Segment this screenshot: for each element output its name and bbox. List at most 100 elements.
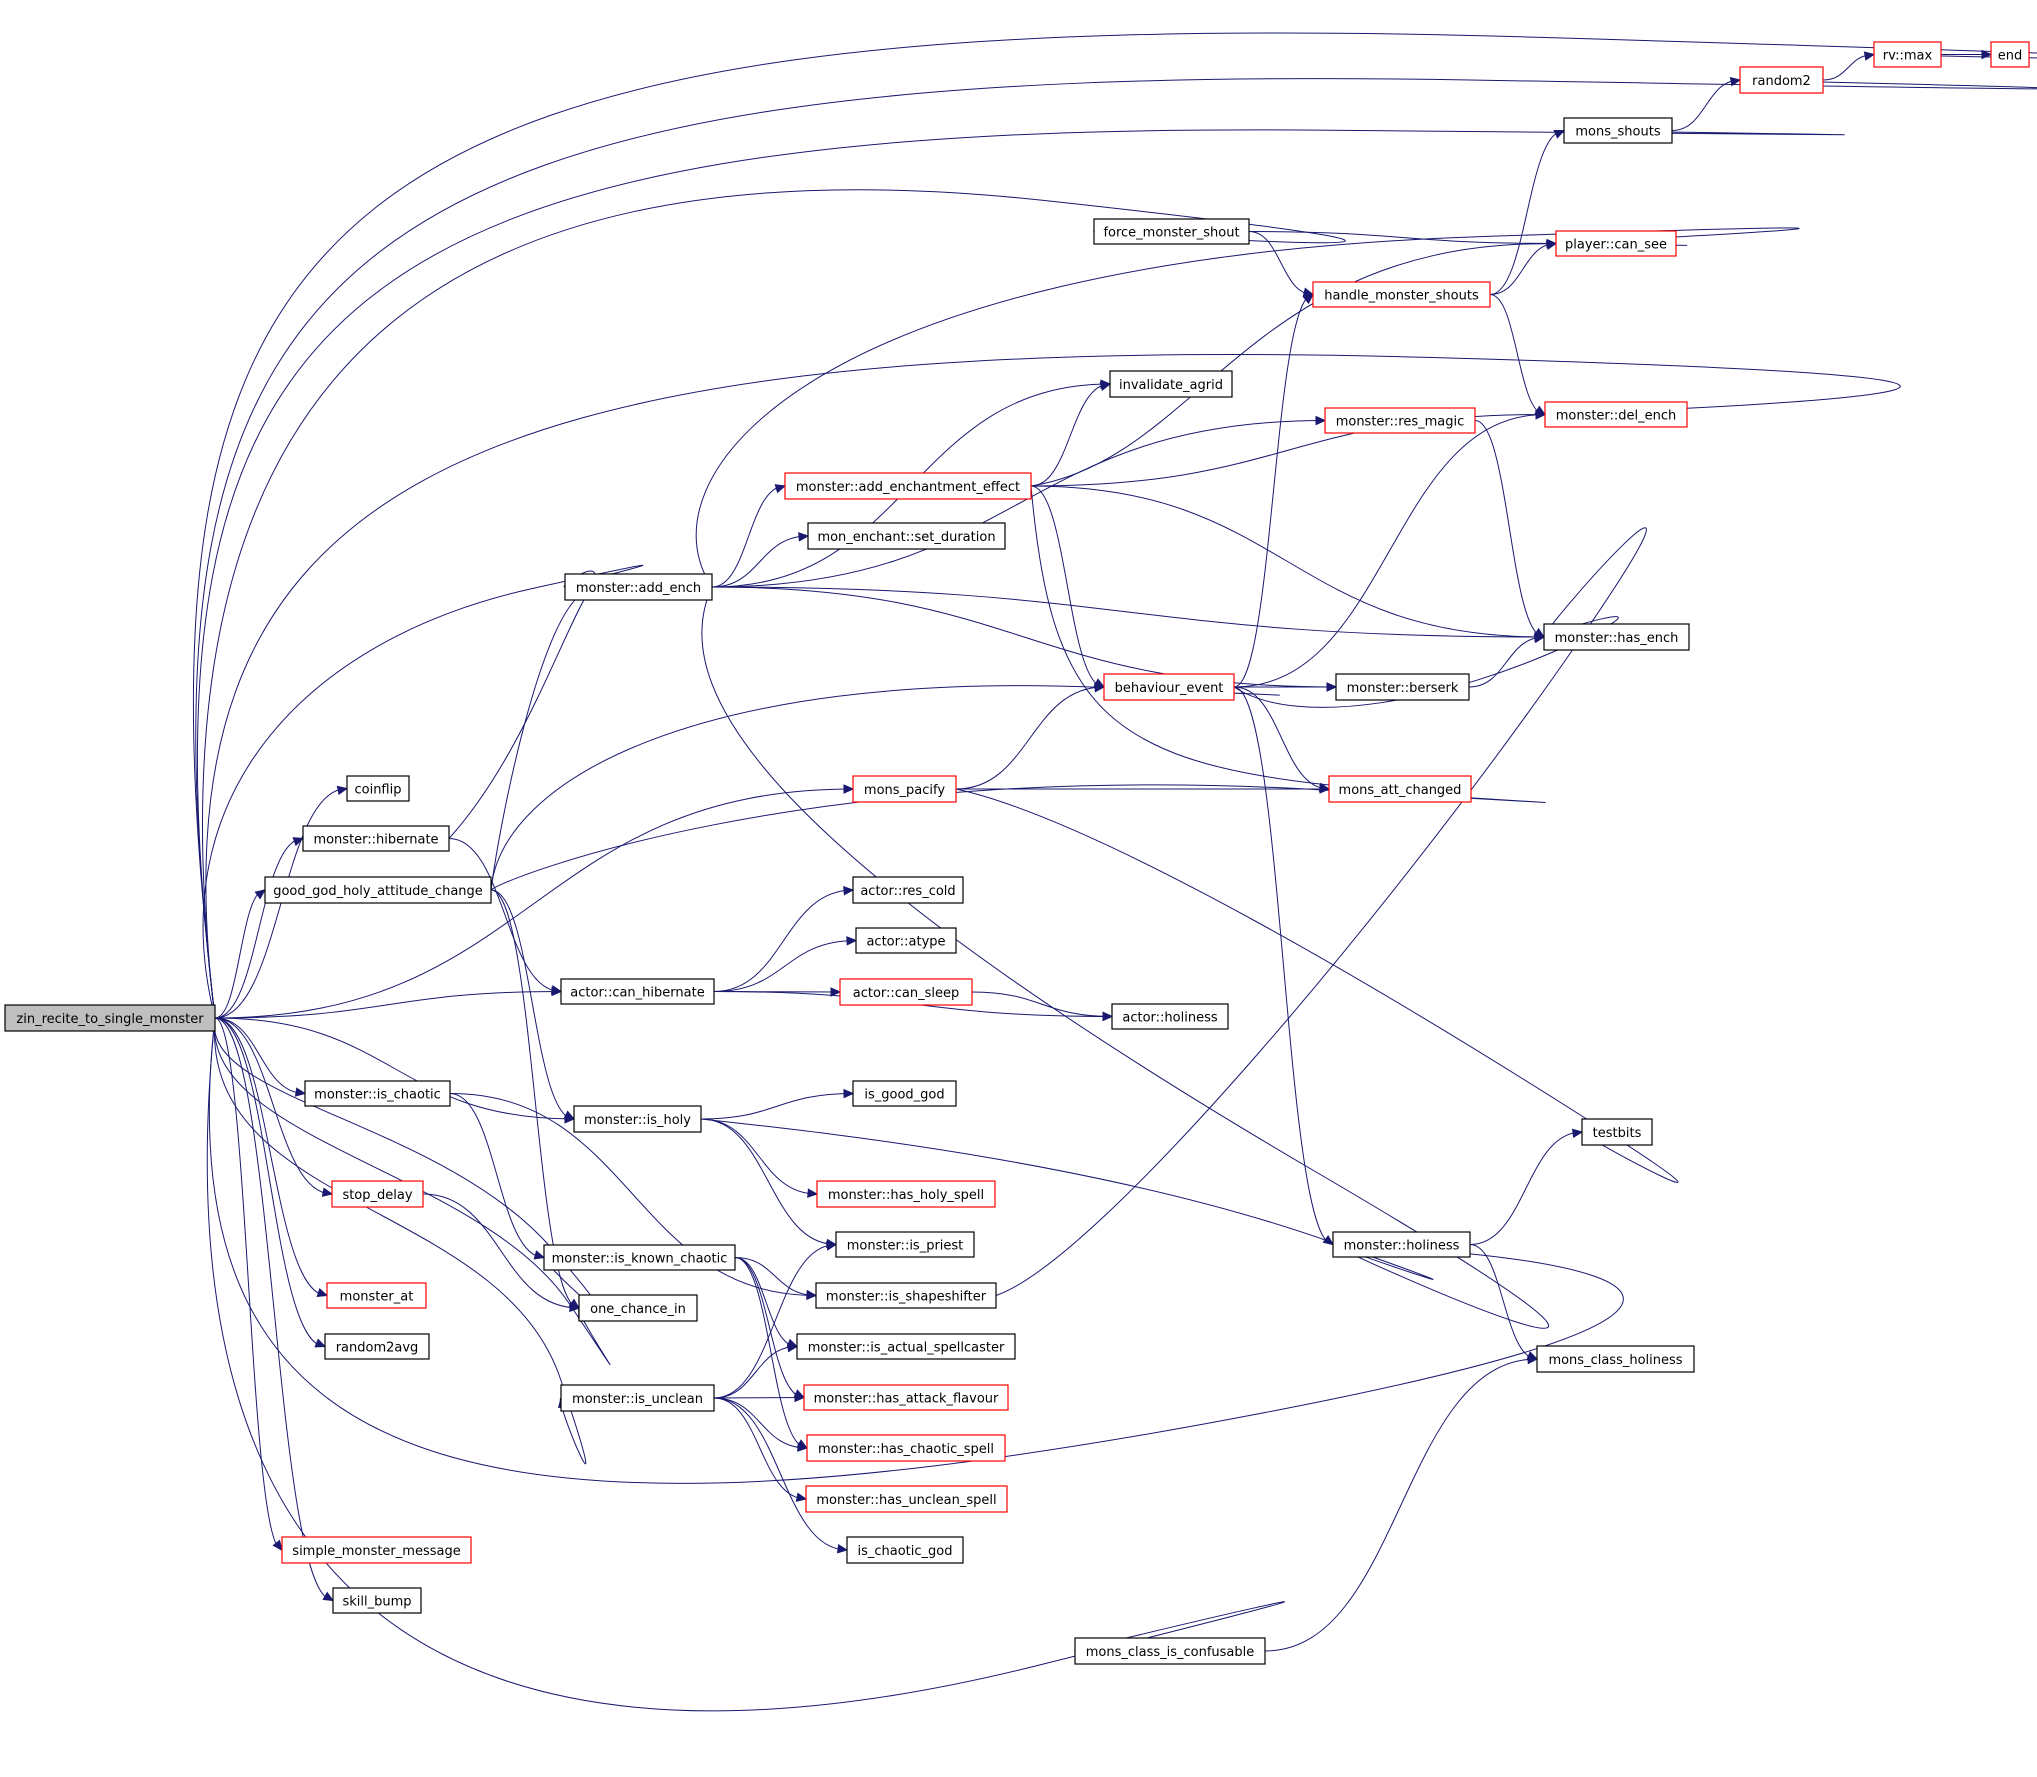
node-box[interactable]: [332, 1587, 422, 1614]
node-box[interactable]: [264, 876, 492, 904]
node-box[interactable]: [852, 1080, 957, 1107]
node-player-can-see[interactable]: player::can_see: [1555, 230, 1677, 257]
node-box[interactable]: [564, 573, 713, 601]
node-box[interactable]: [1093, 218, 1250, 245]
node-has-attack-flavour[interactable]: monster::has_attack_flavour: [803, 1384, 1009, 1411]
node-is-chaotic[interactable]: monster::is_chaotic: [304, 1080, 451, 1107]
node-box[interactable]: [1324, 407, 1476, 434]
node-box[interactable]: [1555, 230, 1677, 257]
node-one-chance-in[interactable]: one_chance_in: [578, 1294, 698, 1322]
node-box[interactable]: [560, 978, 715, 1005]
node-res-magic[interactable]: monster::res_magic: [1324, 407, 1476, 434]
node-add-ench-effect[interactable]: monster::add_enchantment_effect: [784, 472, 1032, 500]
node-add-ench[interactable]: monster::add_ench: [564, 573, 713, 601]
node-box[interactable]: [1109, 370, 1233, 398]
node-force-monster-shout[interactable]: force_monster_shout: [1093, 218, 1250, 245]
node-is-actual-spellcaster[interactable]: monster::is_actual_spellcaster: [796, 1333, 1016, 1360]
node-zin[interactable]: zin_recite_to_single_monster: [4, 1004, 216, 1032]
node-del-ench[interactable]: monster::del_ench: [1544, 401, 1688, 428]
node-box[interactable]: [796, 1333, 1016, 1360]
node-box[interactable]: [1563, 117, 1673, 144]
node-box[interactable]: [543, 1244, 736, 1271]
node-testbits[interactable]: testbits: [1581, 1118, 1653, 1146]
node-skill-bump[interactable]: skill_bump: [332, 1587, 422, 1614]
node-box[interactable]: [573, 1105, 702, 1133]
node-is-holy[interactable]: monster::is_holy: [573, 1105, 702, 1133]
node-stop-delay[interactable]: stop_delay: [331, 1180, 424, 1208]
node-box[interactable]: [1328, 775, 1472, 803]
node-box[interactable]: [1543, 623, 1690, 651]
node-has-holy-spell[interactable]: monster::has_holy_spell: [816, 1180, 996, 1208]
node-is-good-god[interactable]: is_good_god: [852, 1080, 957, 1107]
node-box[interactable]: [326, 1282, 427, 1309]
node-monster-at[interactable]: monster_at: [326, 1282, 427, 1309]
node-box[interactable]: [803, 1384, 1009, 1411]
node-mons-shouts[interactable]: mons_shouts: [1563, 117, 1673, 144]
node-box[interactable]: [4, 1004, 216, 1032]
node-box[interactable]: [839, 978, 973, 1006]
node-box[interactable]: [1990, 41, 2030, 68]
node-box[interactable]: [1312, 281, 1491, 308]
node-box[interactable]: [1873, 41, 1942, 68]
node-mons-pacify[interactable]: mons_pacify: [852, 775, 957, 803]
node-invalidate-agrid[interactable]: invalidate_agrid: [1109, 370, 1233, 398]
node-box[interactable]: [1103, 673, 1235, 701]
node-box[interactable]: [1074, 1637, 1266, 1665]
node-box[interactable]: [1581, 1118, 1653, 1146]
node-box[interactable]: [852, 876, 964, 904]
node-set-duration[interactable]: mon_enchant::set_duration: [807, 522, 1006, 550]
node-hibernate[interactable]: monster::hibernate: [302, 825, 450, 852]
node-mons-class-holiness[interactable]: mons_class_holiness: [1536, 1345, 1695, 1373]
node-box[interactable]: [1536, 1345, 1695, 1373]
node-box[interactable]: [304, 1080, 451, 1107]
node-random2avg[interactable]: random2avg: [324, 1333, 430, 1360]
node-box[interactable]: [1739, 66, 1824, 94]
node-box[interactable]: [815, 1282, 997, 1309]
node-box[interactable]: [346, 775, 410, 802]
node-box[interactable]: [855, 927, 957, 954]
node-end[interactable]: end: [1990, 41, 2030, 68]
node-monster-holiness[interactable]: monster::holiness: [1332, 1231, 1471, 1258]
node-is-chaotic-god[interactable]: is_chaotic_god: [846, 1536, 964, 1564]
node-is-shapeshifter[interactable]: monster::is_shapeshifter: [815, 1282, 997, 1309]
node-random2[interactable]: random2: [1739, 66, 1824, 94]
node-behaviour-event[interactable]: behaviour_event: [1103, 673, 1235, 701]
node-coinflip[interactable]: coinflip: [346, 775, 410, 802]
node-has-ench[interactable]: monster::has_ench: [1543, 623, 1690, 651]
node-box[interactable]: [560, 1384, 715, 1412]
node-good-god[interactable]: good_god_holy_attitude_change: [264, 876, 492, 904]
node-can-sleep[interactable]: actor::can_sleep: [839, 978, 973, 1006]
node-actor-holiness[interactable]: actor::holiness: [1111, 1003, 1229, 1030]
node-is-unclean[interactable]: monster::is_unclean: [560, 1384, 715, 1412]
node-rvmax[interactable]: rv::max: [1873, 41, 1942, 68]
node-box[interactable]: [807, 522, 1006, 550]
node-is-priest[interactable]: monster::is_priest: [835, 1231, 975, 1258]
node-box[interactable]: [852, 775, 957, 803]
node-box[interactable]: [816, 1180, 996, 1208]
node-box[interactable]: [1111, 1003, 1229, 1030]
node-box[interactable]: [281, 1536, 472, 1564]
node-mons-att-changed[interactable]: mons_att_changed: [1328, 775, 1472, 803]
node-is-known-chaotic[interactable]: monster::is_known_chaotic: [543, 1244, 736, 1271]
node-box[interactable]: [805, 1485, 1008, 1513]
node-berserk[interactable]: monster::berserk: [1335, 673, 1470, 701]
node-box[interactable]: [835, 1231, 975, 1258]
node-can-hibernate[interactable]: actor::can_hibernate: [560, 978, 715, 1005]
node-simple-monster-message[interactable]: simple_monster_message: [281, 1536, 472, 1564]
node-box[interactable]: [324, 1333, 430, 1360]
node-box[interactable]: [806, 1434, 1006, 1462]
node-box[interactable]: [784, 472, 1032, 500]
node-box[interactable]: [1332, 1231, 1471, 1258]
node-box[interactable]: [578, 1294, 698, 1322]
node-box[interactable]: [331, 1180, 424, 1208]
node-box[interactable]: [302, 825, 450, 852]
node-has-unclean-spell[interactable]: monster::has_unclean_spell: [805, 1485, 1008, 1513]
node-mons-class-is-confusable[interactable]: mons_class_is_confusable: [1074, 1637, 1266, 1665]
node-has-chaotic-spell[interactable]: monster::has_chaotic_spell: [806, 1434, 1006, 1462]
node-handle-monster-shouts[interactable]: handle_monster_shouts: [1312, 281, 1491, 308]
node-box[interactable]: [1335, 673, 1470, 701]
node-box[interactable]: [846, 1536, 964, 1564]
node-box[interactable]: [1544, 401, 1688, 428]
node-atype[interactable]: actor::atype: [855, 927, 957, 954]
node-res-cold[interactable]: actor::res_cold: [852, 876, 964, 904]
